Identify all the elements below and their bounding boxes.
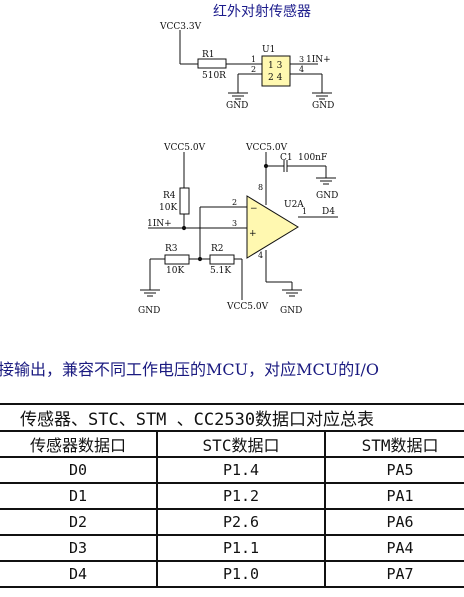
r4-value-label: 10K	[159, 203, 177, 213]
u2a-pin-minus: 2	[232, 198, 237, 207]
r4-resistor	[179, 187, 190, 215]
r2-ref-label: R2	[211, 244, 224, 254]
column-header: STM数据口	[323, 430, 464, 458]
gnd-label-cap: GND	[316, 191, 338, 201]
gnd-label-opamp: GND	[280, 306, 302, 316]
u2a-plus-sign: +	[249, 229, 257, 239]
vcc-5v-top-label: VCC5.0V	[245, 143, 288, 153]
vcc-5v-left-label: VCC5.0V	[163, 143, 206, 153]
u2a-ref-label: U2A	[284, 200, 304, 210]
table-row: D0 P1.4 PA5	[0, 456, 464, 484]
table-cell: D2	[0, 508, 158, 536]
gnd-label-upper-right: GND	[312, 101, 334, 111]
table-cell: D4	[0, 560, 158, 588]
r1-resistor	[197, 58, 227, 69]
net-d4-label: D4	[322, 207, 335, 217]
c1-ref-label: C1	[280, 153, 293, 163]
infrared-sensor-schematic: 红外对射传感器 VCC3.3V R1 510R U1 1 3 2 4 1 2 3…	[138, 3, 338, 316]
table-row: D3 P1.1 PA4	[0, 534, 464, 562]
u2a-pin-out: 1	[302, 207, 307, 216]
vcc-3v3-label: VCC3.3V	[159, 22, 202, 32]
u1-pin-1: 1	[251, 55, 256, 64]
r1-value-label: 510R	[202, 71, 226, 81]
table-cell: D1	[0, 482, 158, 510]
r3-value-label: 10K	[166, 266, 184, 276]
table-cell: P1.1	[156, 534, 326, 562]
vcc-5v-bottom-label: VCC5.0V	[226, 302, 269, 312]
u1-ref-label: U1	[262, 45, 275, 55]
table-row: D1 P1.2 PA1	[0, 482, 464, 510]
table-cell: D3	[0, 534, 158, 562]
table-row: D4 P1.0 PA7	[0, 560, 464, 588]
u2a-opamp	[246, 195, 299, 259]
body-text: 接输出，兼容不同工作电压的MCU，对应MCU的I/O	[0, 360, 380, 379]
u1-pin-2: 2	[251, 65, 256, 74]
r2-value-label: 5.1K	[210, 266, 231, 276]
u1-body-bottom-text: 2 4	[268, 73, 283, 83]
table-caption: 传感器、STC、STM 、CC2530数据口对应总表	[0, 403, 464, 432]
r3-resistor	[164, 254, 190, 265]
u1-pin-3: 3	[299, 55, 304, 64]
table-cell: P1.4	[156, 456, 326, 484]
table-header-row: 传感器数据口 STC数据口 STM数据口	[0, 430, 464, 458]
r1-ref-label: R1	[202, 50, 215, 60]
u1-body-top-text: 1 3	[268, 61, 283, 71]
table-row: D2 P2.6 PA6	[0, 508, 464, 536]
table-cell: D0	[0, 456, 158, 484]
table-cell: P1.0	[156, 560, 326, 588]
table-cell: PA4	[323, 534, 464, 562]
table-cell: PA1	[323, 482, 464, 510]
table-cell: P1.2	[156, 482, 326, 510]
c1-value-label: 100nF	[298, 153, 327, 163]
table-cell: PA5	[323, 456, 464, 484]
r2-resistor	[209, 254, 235, 265]
table-cell: PA7	[323, 560, 464, 588]
table-caption-row: 传感器、STC、STM 、CC2530数据口对应总表	[0, 403, 464, 432]
u1-pin-4: 4	[299, 65, 304, 74]
gnd-label-upper-left: GND	[226, 101, 248, 111]
diagram-title: 红外对射传感器	[213, 3, 311, 20]
gnd-label-lower-left: GND	[138, 306, 160, 316]
r4-ref-label: R4	[163, 191, 176, 201]
table-cell: P2.6	[156, 508, 326, 536]
net-1in-plus-lower: 1IN+	[147, 219, 172, 229]
u2a-pin-plus: 3	[232, 219, 237, 228]
u2a-pin-vcc: 8	[258, 183, 263, 192]
u2a-minus-sign: −	[250, 204, 258, 214]
column-header: 传感器数据口	[0, 430, 158, 458]
u1-ic-body	[261, 55, 291, 87]
port-mapping-table: 传感器、STC、STM 、CC2530数据口对应总表 传感器数据口 STC数据口…	[0, 403, 464, 588]
column-header: STC数据口	[156, 430, 326, 458]
r3-ref-label: R3	[165, 244, 178, 254]
net-1in-plus-upper: 1IN+	[306, 55, 331, 65]
table-cell: PA6	[323, 508, 464, 536]
u2a-pin-gnd: 4	[258, 251, 263, 260]
